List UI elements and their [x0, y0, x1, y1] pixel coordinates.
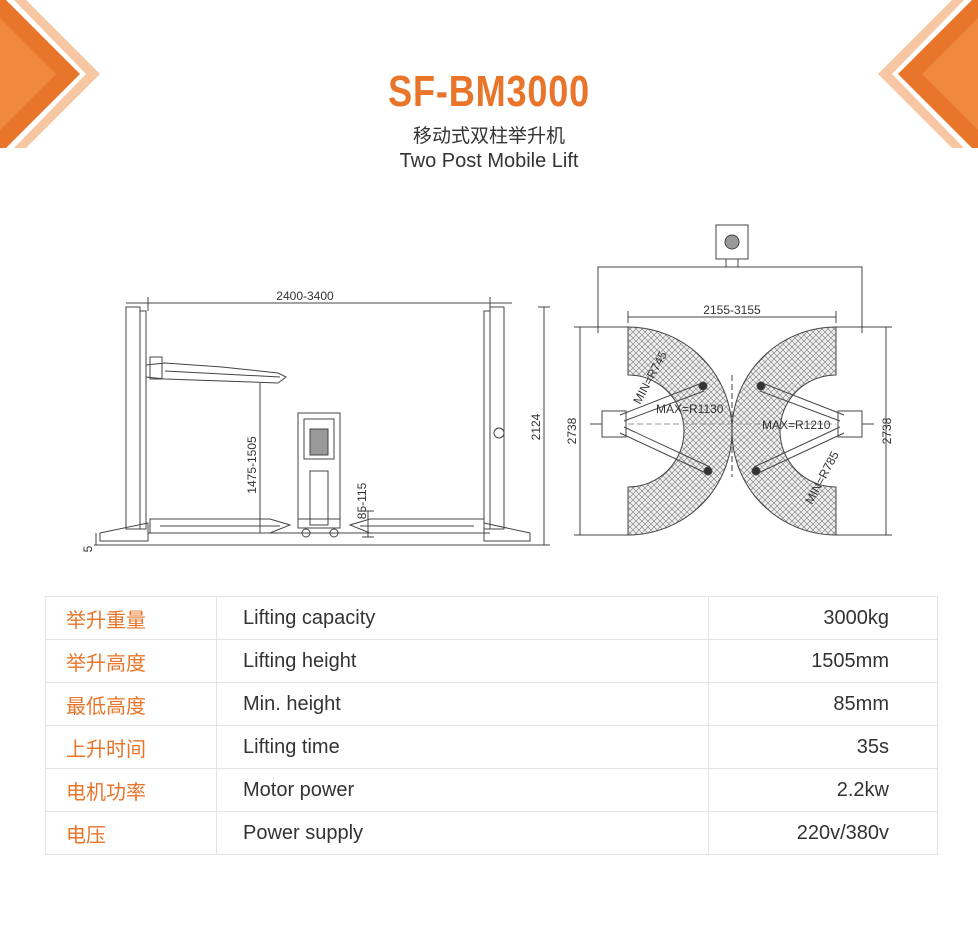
top-max-radius-left: MAX=R1130 — [656, 402, 724, 416]
spec-value: 35s — [708, 725, 938, 769]
top-max-radius-right: MAX=R1210 — [762, 418, 831, 432]
top-length-right-dim: 2738 — [880, 417, 894, 444]
table-row: 举升高度 Lifting height 1505mm — [45, 639, 938, 683]
front-min-dim: 85-115 — [355, 482, 369, 519]
spec-value: 2.2kw — [708, 768, 938, 812]
top-width-dim: 2155-3155 — [703, 303, 761, 317]
spec-label-en: Power supply — [216, 811, 709, 855]
table-row: 电压 Power supply 220v/380v — [45, 811, 938, 855]
page-header: SF-BM3000 移动式双柱举升机 Two Post Mobile Lift — [0, 64, 978, 174]
spec-label-cn: 举升高度 — [45, 639, 217, 683]
top-view — [574, 224, 892, 536]
front-view — [94, 297, 550, 546]
front-height-dim: 2124 — [529, 413, 543, 440]
front-base-dim: 5 — [81, 545, 95, 552]
subtitle-chinese: 移动式双柱举升机 — [412, 125, 565, 147]
spec-label-cn: 电机功率 — [45, 768, 217, 812]
front-lift-dim: 1475-1505 — [245, 436, 259, 494]
front-width-dim: 2400-3400 — [276, 289, 334, 303]
spec-label-cn: 上升时间 — [45, 725, 217, 769]
spec-label-en: Motor power — [216, 768, 709, 812]
table-row: 举升重量 Lifting capacity 3000kg — [45, 596, 938, 640]
subtitle-english: Two Post Mobile Lift — [399, 150, 579, 172]
table-row: 上升时间 Lifting time 35s — [45, 725, 938, 769]
corner-decoration-right — [878, 0, 978, 148]
spec-table: 举升重量 Lifting capacity 3000kg 举升高度 Liftin… — [45, 596, 938, 855]
spec-label-en: Lifting capacity — [216, 596, 709, 640]
corner-decoration-left — [0, 0, 100, 148]
spec-value: 220v/380v — [708, 811, 938, 855]
spec-value: 3000kg — [708, 596, 938, 640]
top-length-left-dim: 2738 — [565, 417, 579, 444]
technical-drawing: 2400-3400 1475-1505 85-115 2124 5 — [81, 224, 894, 552]
table-row: 电机功率 Motor power 2.2kw — [45, 768, 938, 812]
spec-value: 85mm — [708, 682, 938, 726]
table-row: 最低高度 Min. height 85mm — [45, 682, 938, 726]
spec-value: 1505mm — [708, 639, 938, 683]
spec-label-en: Lifting time — [216, 725, 709, 769]
spec-label-cn: 举升重量 — [45, 596, 217, 640]
spec-label-en: Min. height — [216, 682, 709, 726]
model-title: SF-BM3000 — [388, 67, 590, 116]
spec-label-cn: 电压 — [45, 811, 217, 855]
spec-label-en: Lifting height — [216, 639, 709, 683]
spec-label-cn: 最低高度 — [45, 682, 217, 726]
